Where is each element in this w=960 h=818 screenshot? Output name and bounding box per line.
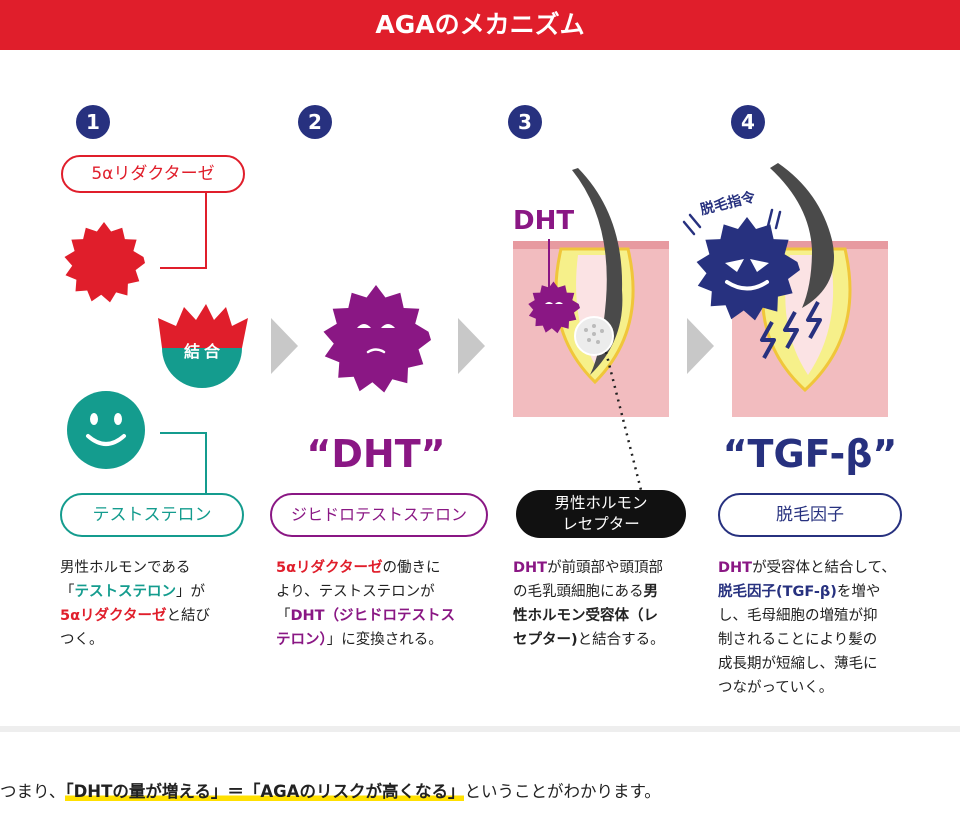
desc-text: と結び (166, 608, 210, 624)
hormone-connector-line (160, 432, 207, 493)
receptor-label-line-1: 男性ホルモン (554, 494, 648, 512)
desc-highlight: DHT（ジヒドロテストス (290, 608, 456, 624)
enzyme-label-pill: 5αリダクターゼ (61, 155, 245, 193)
dht-molecule-icon (323, 285, 431, 393)
desc-text: を増や (836, 584, 881, 600)
step-number-1: 1 (76, 105, 110, 139)
desc-line: 脱毛因子(TGF-β)を増や (718, 580, 918, 604)
desc-line: テロン）」に変換される。 (276, 628, 476, 652)
desc-line: DHTが受容体と結合して、 (718, 556, 918, 580)
step-number-4: 4 (731, 105, 765, 139)
summary-highlight: 「DHTの量が増える」＝「AGAのリスクが高くなる」 (65, 782, 465, 801)
desc-text: が前頭部や頭頂部 (547, 560, 664, 576)
summary-text: つまり、「DHTの量が増える」＝「AGAのリスクが高くなる」ということがわかりま… (0, 778, 661, 802)
step-1-description: 男性ホルモンである 「テストステロン」が 5αリダクターゼと結び つく。 (60, 556, 250, 652)
desc-bold: セプター) (513, 632, 578, 648)
arrow-right-icon (687, 318, 714, 374)
hair-strand (572, 168, 623, 375)
desc-line: し、毛母細胞の増殖が抑 (718, 608, 878, 624)
desc-highlight: テストステロン (74, 584, 177, 600)
bond-label: 結合 (183, 342, 224, 361)
desc-line: つながっていく。 (718, 680, 834, 696)
desc-line: 性ホルモン受容体（レ (513, 608, 658, 624)
dht-big-label: “DHT” (306, 432, 446, 476)
step-4-description: DHTが受容体と結合して、 脱毛因子(TGF-β)を増や し、毛母細胞の増殖が抑… (718, 556, 918, 700)
desc-highlight: テロン） (276, 632, 327, 648)
mechanism-illustration (64, 163, 888, 495)
desc-highlight: 脱毛因子(TGF-β) (718, 584, 837, 600)
desc-text: と結合する。 (577, 632, 665, 648)
step-3-description: DHTが前頭部や頭頂部 の毛乳頭細胞にある男 性ホルモン受容体（レ セプター)と… (513, 556, 693, 652)
bonded-molecule-teal-half (162, 348, 242, 388)
desc-text: 「 (60, 584, 75, 600)
desc-line: 5αリダクターゼと結び (60, 604, 250, 628)
hair-loss-factor-pill: 脱毛因子 (718, 493, 902, 537)
desc-text: の毛乳頭細胞にある (513, 584, 644, 600)
dht-fullname-pill: ジヒドロテストステロン (270, 493, 488, 537)
summary-prefix: つまり、 (0, 782, 66, 801)
desc-text: 」に変換される。 (326, 632, 443, 648)
signal-marks-icon (682, 208, 782, 236)
desc-text: の働きに (382, 560, 441, 576)
desc-line: DHTが前頭部や頭頂部 (513, 556, 693, 580)
desc-line: 「DHT（ジヒドロテストス (276, 604, 476, 628)
page-title: AGAのメカニズム (0, 0, 960, 50)
arrow-right-icon (458, 318, 485, 374)
tgf-beta-molecule-icon (696, 217, 800, 321)
enzyme-5a-reductase-icon (64, 222, 145, 303)
arrow-right-icon (271, 318, 298, 374)
desc-line: つく。 (60, 632, 104, 648)
desc-text: が受容体と結合して、 (752, 560, 896, 576)
desc-line: 5αリダクターゼの働きに (276, 556, 476, 580)
desc-line: 制されることにより髪の (718, 632, 878, 648)
desc-line: セプター)と結合する。 (513, 628, 693, 652)
desc-line: 「テストステロン」が (60, 580, 250, 604)
summary-suffix: ということがわかります。 (464, 782, 661, 801)
step-number-3: 3 (508, 105, 542, 139)
desc-highlight: 5αリダクターゼ (60, 608, 167, 624)
dht-label: DHT (513, 206, 575, 236)
dht-small-molecule-icon (528, 281, 580, 334)
desc-highlight: DHT (718, 560, 753, 576)
desc-highlight: 5αリダクターゼ (276, 560, 383, 576)
step-number-2: 2 (298, 105, 332, 139)
step-2-description: 5αリダクターゼの働きに より、テストステロンが 「DHT（ジヒドロテストス テ… (276, 556, 476, 652)
desc-text: 「 (276, 608, 291, 624)
desc-text: 」が (176, 584, 205, 600)
lightning-bolt-icon (783, 311, 799, 349)
desc-line: より、テストステロンが (276, 584, 435, 600)
desc-line: の毛乳頭細胞にある男 (513, 580, 693, 604)
lightning-bolt-icon (760, 321, 776, 359)
enzyme-connector-line (160, 192, 207, 269)
testosterone-smiley-icon (67, 391, 145, 469)
receptor-label-line-2: レセプター (562, 515, 640, 533)
testosterone-label-pill: テストステロン (60, 493, 244, 537)
lightning-bolt-icon (806, 301, 822, 339)
bonded-molecule-red-half (158, 304, 248, 348)
tgf-beta-big-label: “TGF-β” (722, 432, 898, 476)
receptor-label-pill: 男性ホルモン レセプター (516, 490, 686, 538)
hair-strand (770, 163, 834, 308)
desc-bold: 男 (643, 584, 659, 600)
desc-highlight: DHT (513, 560, 548, 576)
desc-line: 男性ホルモンである (60, 560, 191, 576)
desc-line: 成長期が短縮し、薄毛に (718, 656, 878, 672)
section-divider (0, 726, 960, 732)
